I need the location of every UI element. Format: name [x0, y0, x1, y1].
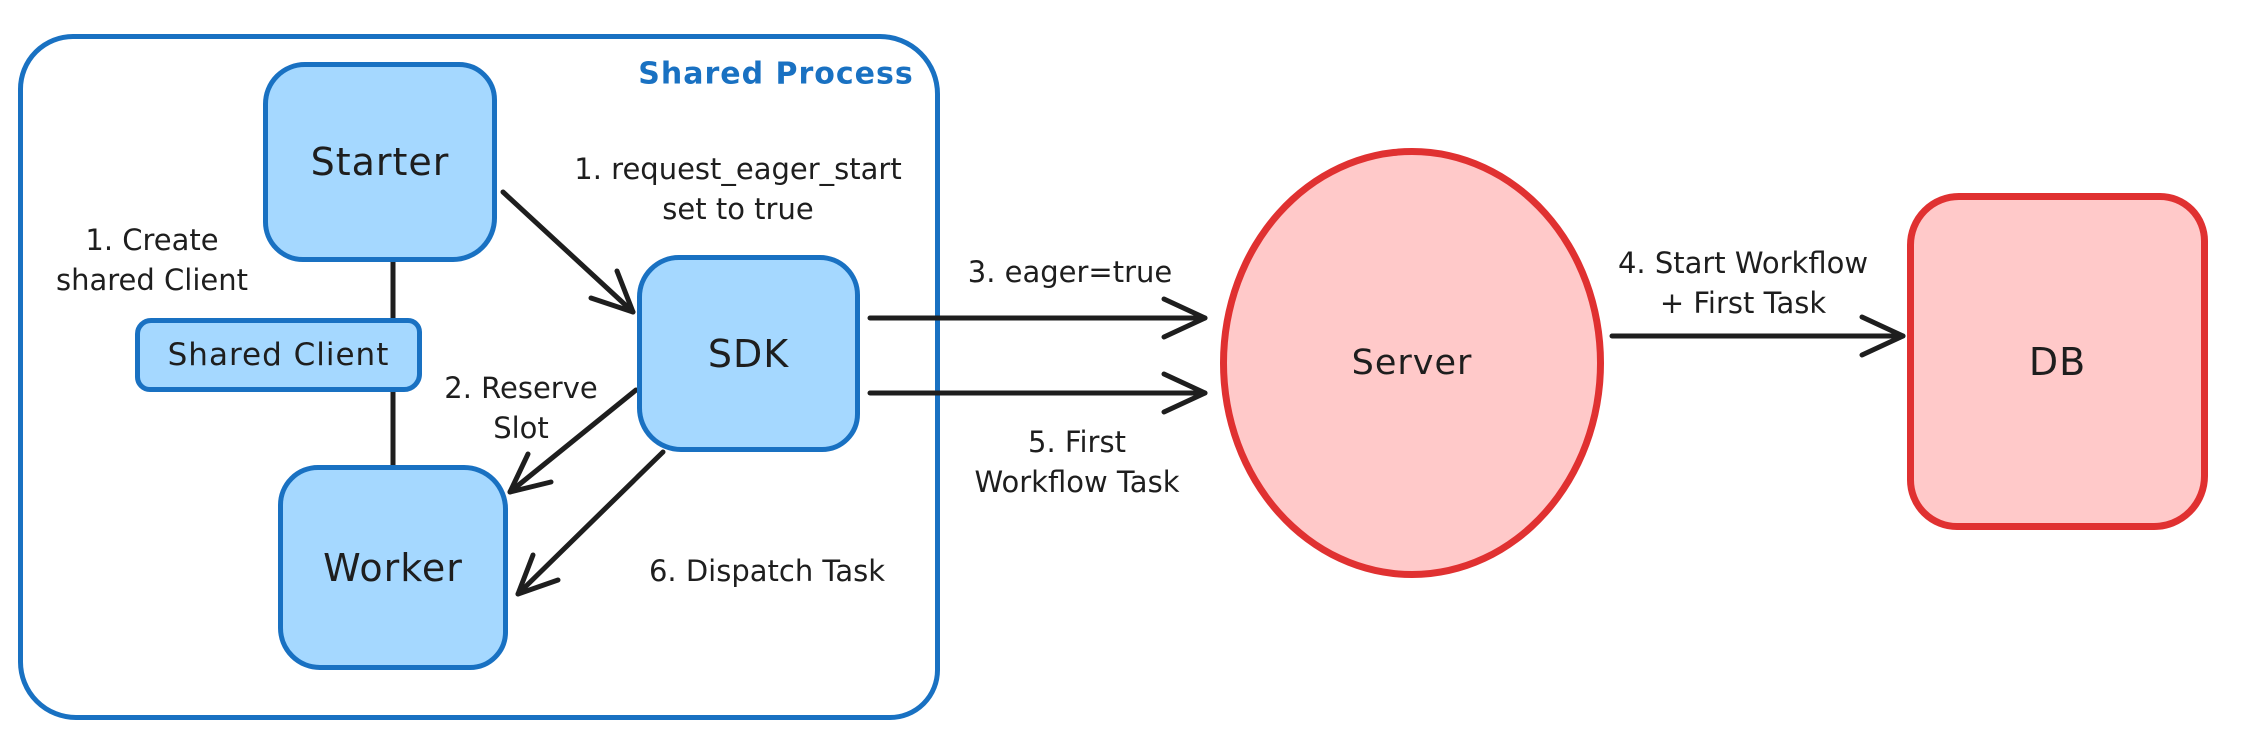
sdk-label: SDK: [707, 331, 790, 376]
arrow-sdk-to-worker-dispatch: [515, 449, 666, 597]
annotation-request-eager-start: 1. request_eager_start set to true: [574, 152, 902, 226]
annotation-create-shared-client: 1. Create shared Client: [56, 223, 248, 297]
server-node: Server: [1220, 148, 1604, 578]
worker-label: Worker: [323, 545, 463, 590]
db-label: DB: [2028, 339, 2087, 384]
server-label: Server: [1351, 343, 1473, 383]
shared-client-node: Shared Client: [135, 318, 422, 392]
sdk-node: SDK: [637, 255, 860, 452]
annotation-start-workflow-first-task: 4. Start Workflow + First Task: [1617, 246, 1869, 320]
arrow-starter-to-sdk: [500, 189, 636, 315]
shared-process-container: [18, 34, 940, 720]
annotation-first-workflow-task: 5. First Workflow Task: [974, 425, 1180, 499]
db-node: DB: [1907, 193, 2208, 530]
starter-node: Starter: [263, 62, 497, 262]
annotation-eager-true: 3. eager=true: [967, 255, 1173, 289]
arrow-sdk-to-worker-reserve: [507, 387, 639, 495]
annotation-dispatch-task: 6. Dispatch Task: [648, 554, 886, 588]
arrow-server-to-db: [1609, 314, 1906, 358]
worker-node: Worker: [278, 465, 508, 670]
shared-process-label: Shared Process: [638, 56, 914, 92]
shared-client-label: Shared Client: [167, 337, 390, 373]
starter-label: Starter: [310, 140, 450, 184]
annotation-reserve-slot: 2. Reserve Slot: [444, 371, 598, 445]
arrow-sdk-to-server-eager: [867, 296, 1208, 340]
arrow-sdk-to-server-first-task: [867, 371, 1208, 415]
